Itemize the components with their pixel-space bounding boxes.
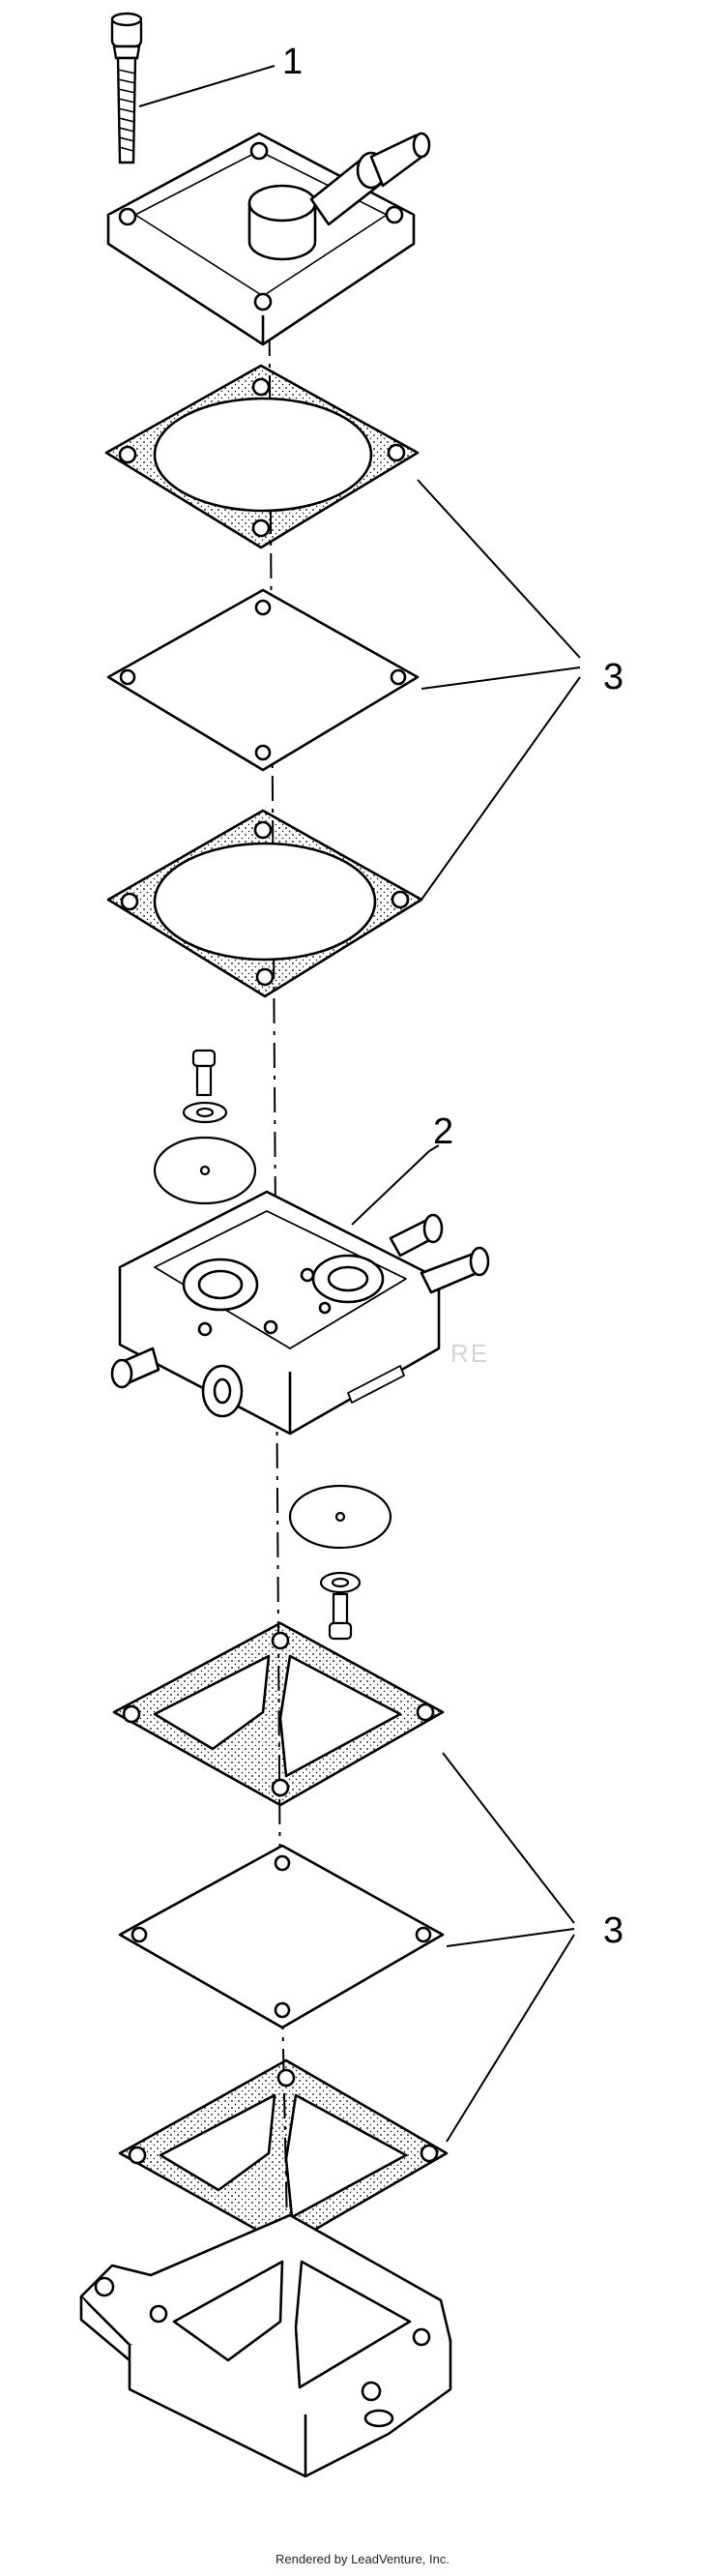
diaphragm-upper	[106, 588, 420, 772]
footer-credit: Rendered by LeadVenture, Inc.	[276, 2552, 450, 2566]
leader-lines	[138, 65, 581, 2143]
watermark-text: RE	[450, 1339, 489, 1368]
base-plate-part	[79, 2213, 452, 2478]
gasket-upper-2	[106, 809, 423, 998]
screw-part	[110, 12, 143, 164]
pump-cover-part	[106, 132, 431, 346]
gasket-upper-1	[104, 364, 420, 549]
callout-3-lower-label: 3	[603, 1910, 624, 1951]
pump-body-part	[110, 1190, 490, 1436]
valve-screw-lower	[288, 1484, 392, 1641]
callout-1-label: 1	[282, 42, 303, 82]
valve-screw-upper	[153, 1049, 257, 1205]
callout-2-label: 2	[433, 1111, 453, 1152]
callout-3-upper-label: 3	[603, 657, 624, 697]
diaphragm-lower	[118, 1844, 445, 2029]
gasket-lower-1	[112, 1621, 445, 1807]
gasket-lower-2	[118, 2058, 449, 2248]
